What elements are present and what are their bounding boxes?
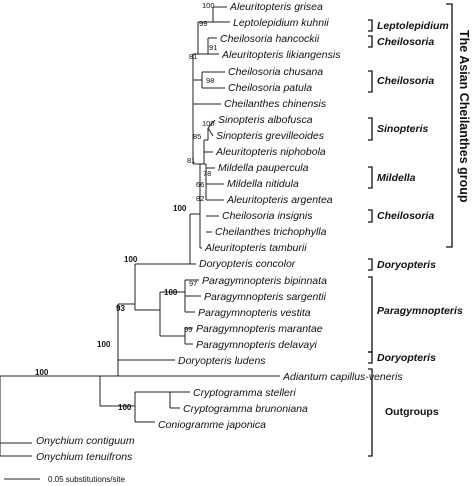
bootstrap-value: 66 (196, 180, 204, 189)
bootstrap-value: 100 (164, 288, 178, 297)
bootstrap-value: 91 (209, 43, 217, 52)
bootstrap-value: 100 (97, 340, 111, 349)
taxon-label: Aleuritopteris likiangensis (221, 49, 341, 61)
scale-bar-label: 0.05 substitutions/site (48, 475, 125, 484)
clade-bracket (368, 70, 373, 93)
bootstrap-value: 78 (203, 169, 211, 178)
clade-bracket (368, 351, 373, 364)
clade-bracket (368, 258, 373, 271)
taxon-label: Cheilosoria patula (228, 82, 312, 94)
clade-label: Mildella (377, 172, 416, 184)
taxon-label: Sinopteris albofusca (218, 114, 313, 126)
taxon-label: Cheilosoria insignis (222, 210, 313, 222)
bootstrap-value: 98 (206, 76, 214, 85)
clade-label: Cheilosoria (377, 75, 434, 87)
taxon-label: Paragymnopteris bipinnata (202, 275, 327, 287)
bootstrap-value: 100 (173, 204, 187, 213)
taxon-label: Aleuritopteris grisea (229, 1, 323, 13)
tree-branch (207, 127, 214, 137)
taxon-label: Cryptogramma stelleri (193, 387, 296, 399)
taxon-label: Cheilanthes trichophylla (215, 226, 327, 238)
taxon-label: Cheilanthes chinensis (224, 98, 327, 110)
clade-bracket (368, 276, 373, 353)
bootstrap-value: 100 (124, 255, 138, 264)
bootstrap-value: 93 (116, 304, 125, 313)
bootstrap-value: 81 (189, 52, 197, 61)
bootstrap-values: 100 99 91 81 98 100 85 81 78 66 82 100 1… (35, 1, 217, 412)
clade-label: Outgroups (385, 406, 439, 418)
bootstrap-value: 97 (189, 279, 197, 288)
group-label: The Asian Cheilanthes group (457, 30, 471, 203)
bootstrap-value: 100 (35, 368, 49, 377)
clade-bracket (368, 19, 373, 32)
clade-label: Doryopteris (377, 352, 436, 364)
clade-label: Sinopteris (377, 123, 429, 135)
clade-bracket (368, 209, 373, 223)
clade-bracket (368, 35, 373, 48)
bootstrap-value: 99 (184, 325, 192, 334)
taxon-label: Paragymnopteris sargentii (204, 291, 327, 303)
taxon-labels: Aleuritopteris grisea Leptolepidium kuhn… (36, 1, 403, 463)
clade-label: Paragymnopteris (377, 305, 463, 317)
taxon-label: Aleuritopteris argentea (226, 194, 333, 206)
taxon-label: Paragymnopteris vestita (198, 307, 311, 319)
taxon-label: Doryopteris ludens (178, 355, 266, 367)
bootstrap-value: 100 (202, 119, 215, 128)
clade-annotations: Leptolepidium Cheilosoria Cheilosoria Si… (368, 3, 471, 457)
taxon-label: Doryopteris concolor (199, 258, 296, 270)
taxon-label: Cheilosoria hancockii (220, 33, 320, 45)
taxon-label: Cheilosoria chusana (228, 66, 323, 78)
bootstrap-value: 100 (202, 1, 215, 10)
clade-label: Cheilosoria (377, 210, 434, 222)
taxon-label: Mildella paupercula (218, 162, 309, 174)
clade-bracket (368, 368, 373, 457)
clade-bracket (368, 166, 373, 189)
taxon-label: Adiantum capillus-veneris (282, 371, 403, 383)
group-bracket (446, 3, 453, 248)
clade-bracket (368, 117, 373, 141)
taxon-label: Onychium contiguum (36, 435, 135, 447)
taxon-label: Paragymnopteris marantae (196, 323, 323, 335)
taxon-label: Coniogramme japonica (158, 419, 266, 431)
bootstrap-value: 82 (196, 194, 204, 203)
taxon-label: Cryptogramma brunoniana (183, 403, 308, 415)
bootstrap-value: 81 (187, 156, 195, 165)
tree-branches (0, 6, 280, 457)
bootstrap-value: 99 (199, 19, 207, 28)
clade-label: Leptolepidium (377, 20, 449, 32)
scale-bar: 0.05 substitutions/site (4, 475, 125, 484)
taxon-label: Leptolepidium kuhnii (233, 17, 329, 29)
taxon-label: Sinopteris grevilleoides (216, 130, 325, 142)
taxon-label: Aleuritopteris niphobola (215, 146, 326, 158)
clade-label: Doryopteris (377, 259, 436, 271)
clade-label: Cheilosoria (377, 36, 434, 48)
bootstrap-value: 100 (118, 403, 132, 412)
tree-branch (207, 119, 216, 129)
taxon-label: Mildella nitidula (227, 178, 299, 190)
bootstrap-value: 85 (193, 132, 201, 141)
taxon-label: Aleuritopteris tamburii (204, 242, 307, 254)
taxon-label: Paragymnopteris delavayi (196, 339, 317, 351)
taxon-label: Onychium tenuifrons (36, 451, 133, 463)
